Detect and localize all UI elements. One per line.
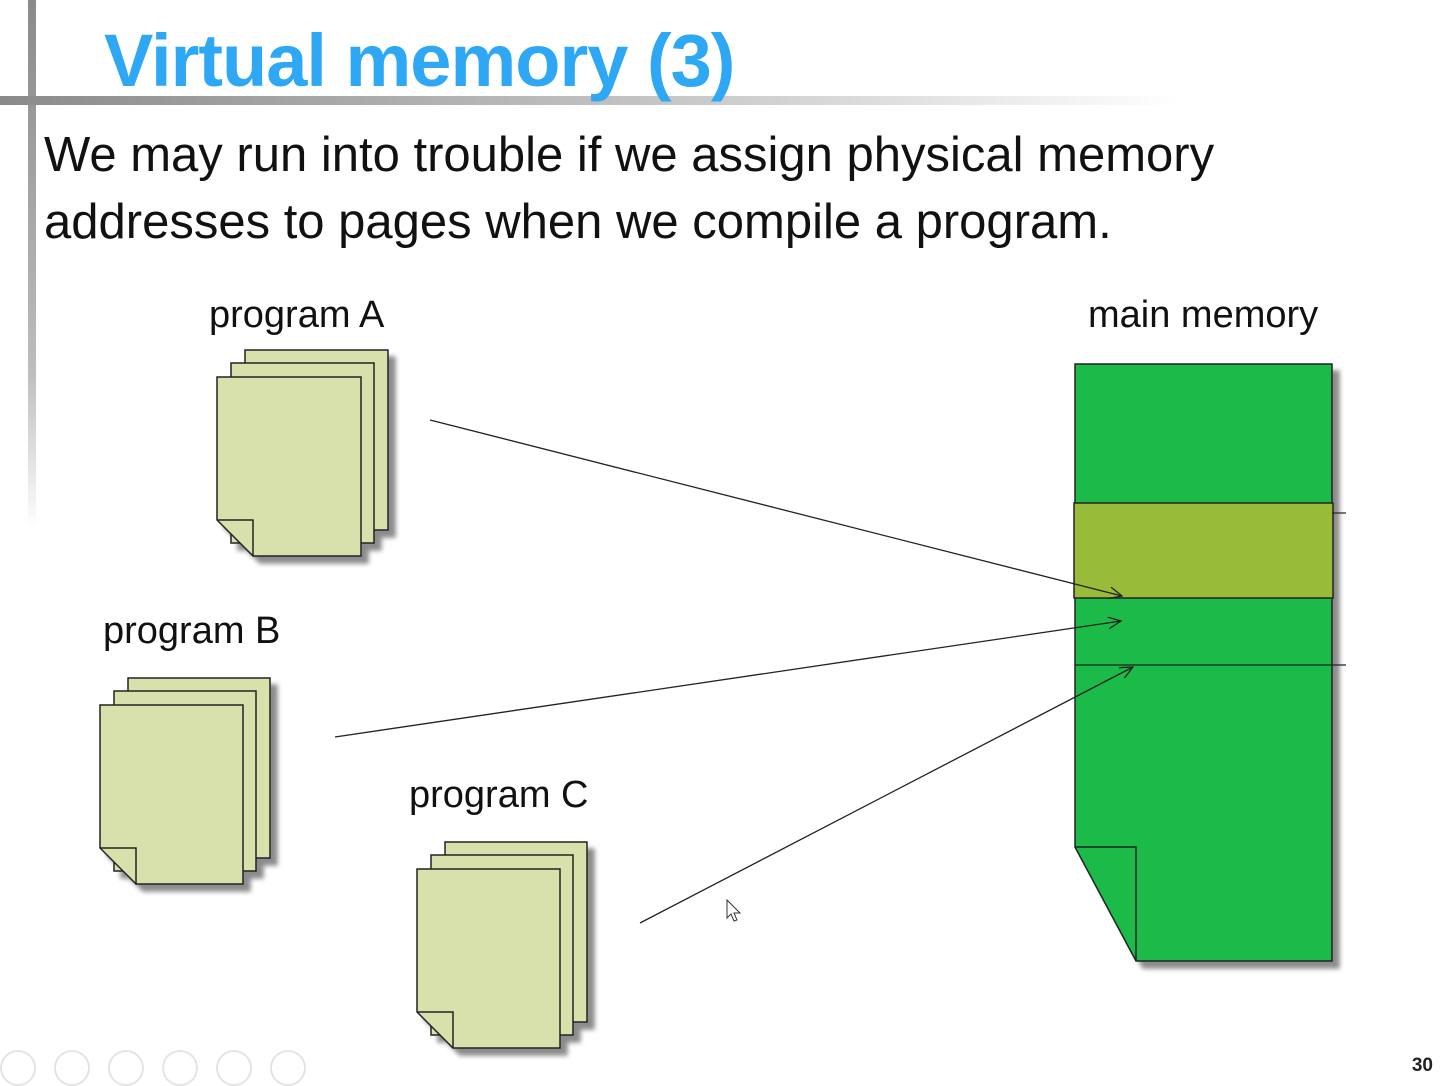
page-sheet [416, 868, 561, 1049]
body-line-2: addresses to pages when we compile a pro… [44, 195, 1112, 249]
next-icon[interactable] [54, 1050, 90, 1086]
main-memory: main memory [1073, 294, 1346, 962]
program-c-label: program C [409, 774, 589, 816]
page-sheet [216, 376, 362, 557]
body-line-1: We may run into trouble if we assign phy… [44, 128, 1215, 182]
page-fold [417, 1011, 454, 1048]
pen-icon[interactable] [108, 1050, 144, 1086]
program-a: program A [209, 294, 389, 557]
slide-title: Virtual memory (3) [104, 19, 735, 102]
previous-icon[interactable] [0, 1050, 36, 1086]
zoom-icon[interactable] [216, 1050, 252, 1086]
program-a-label: program A [209, 294, 385, 336]
memory-block [1074, 363, 1333, 962]
program-c: program C [409, 774, 589, 1049]
program-b: program B [99, 610, 280, 885]
decorative-vertical-bar [28, 0, 36, 530]
page-fold [100, 847, 137, 884]
page-sheet [99, 704, 244, 885]
main-memory-label: main memory [1088, 294, 1318, 336]
slides-icon[interactable] [162, 1050, 198, 1086]
arrow-program-b [334, 621, 1121, 738]
memory-fold [1075, 846, 1137, 961]
page-number: 30 [1411, 1055, 1433, 1076]
program-b-pages [99, 677, 271, 885]
slideshow-nav [0, 1050, 330, 1086]
program-a-pages [216, 349, 389, 557]
mouse-cursor-icon [726, 898, 742, 922]
program-c-pages [416, 841, 588, 1049]
page-fold [217, 519, 254, 556]
arrow-program-a [429, 419, 1122, 596]
program-b-label: program B [103, 610, 280, 652]
arrow-program-c [639, 667, 1133, 924]
memory-conflict-page [1073, 502, 1334, 599]
decorative-horizontal-bar [0, 96, 1180, 105]
more-icon[interactable] [270, 1050, 306, 1086]
slide-body: We may run into trouble if we assign phy… [44, 122, 1439, 256]
